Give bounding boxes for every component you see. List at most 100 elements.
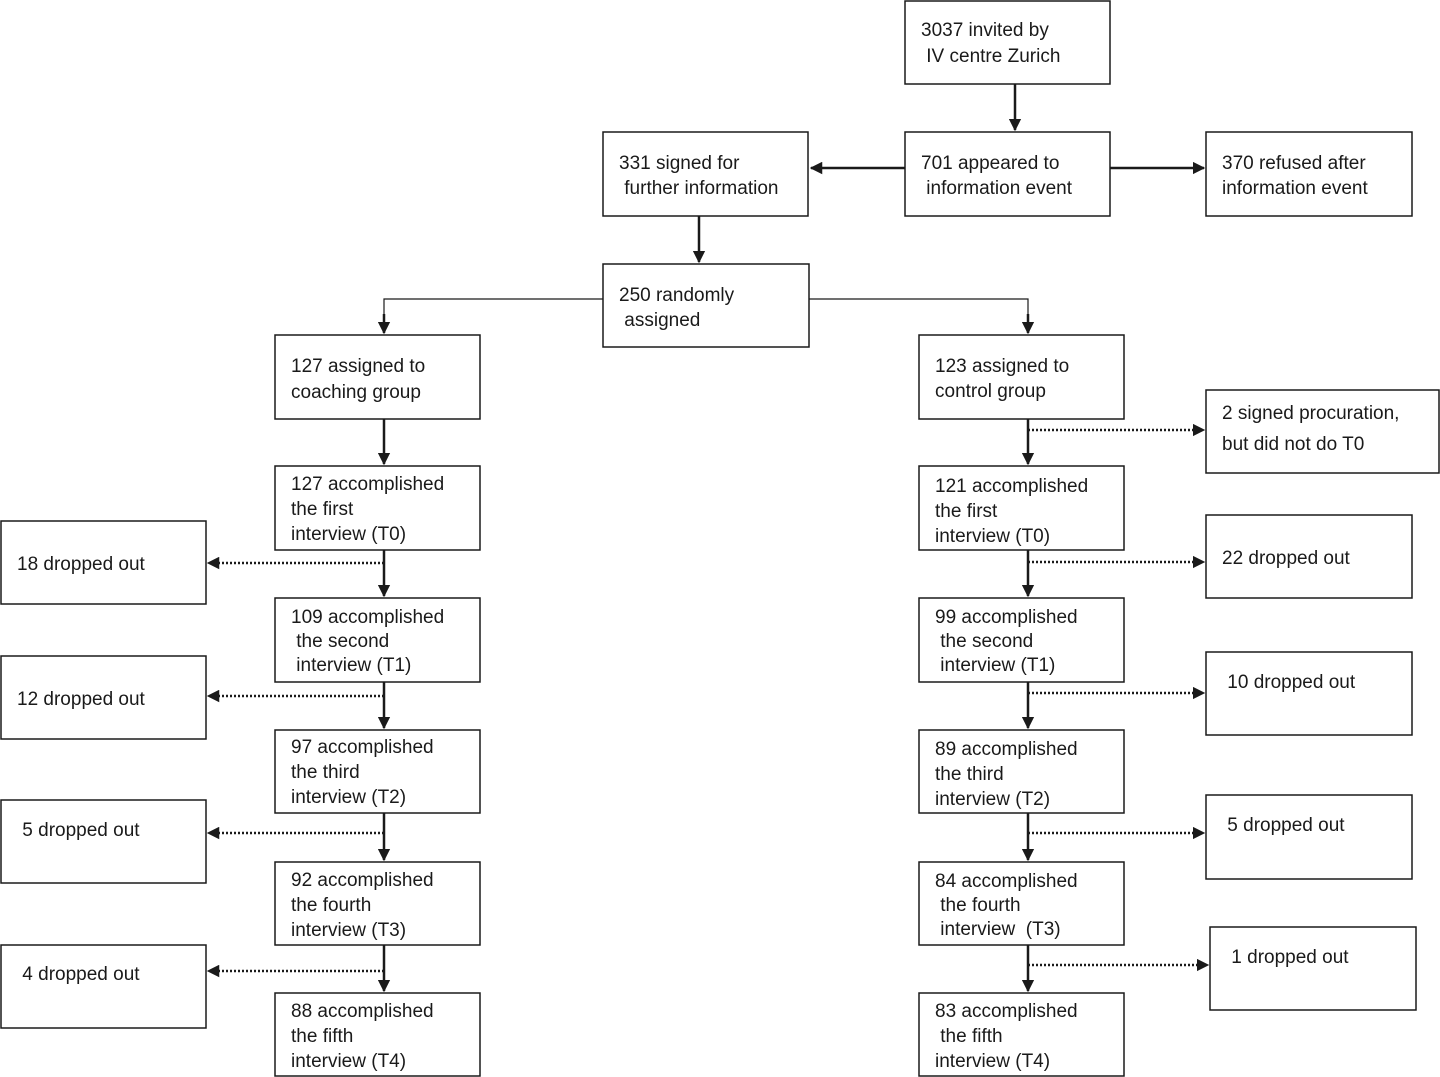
node-label-control-t3-line-3: interview (T3): [935, 919, 1061, 940]
node-label-coaching-t2-line-1: 97 accomplished: [291, 737, 434, 758]
node-label-coaching-drop-4-line-1: 4 dropped out: [17, 964, 140, 985]
node-label-coaching-drop-2-line-1: 12 dropped out: [17, 689, 146, 710]
node-label-procuration-line-1: 2 signed procuration,: [1222, 403, 1399, 424]
node-box-control-drop-2: [1205, 651, 1413, 736]
node-label-coaching-t2-line-2: the third: [291, 762, 360, 783]
node-label-coaching-t1-line-2: the second: [291, 631, 389, 652]
node-control-drop-2: 10 dropped out: [1205, 651, 1413, 736]
node-label-appeared-line-2: information event: [921, 178, 1073, 199]
node-box-control-t1: [918, 597, 1125, 683]
node-label-control-t2-line-1: 89 accomplished: [935, 739, 1078, 760]
node-box-invited: [904, 0, 1111, 85]
node-box-coaching-t2: [274, 729, 481, 814]
node-label-control-t1-line-2: the second: [935, 631, 1033, 652]
node-coaching-drop-1: 18 dropped out: [0, 520, 207, 605]
connectors: [206, 84, 1210, 993]
node-box-coaching-t1: [274, 597, 481, 683]
node-coaching-drop-3: 5 dropped out: [0, 799, 207, 884]
node-refused: 370 refused after information event: [1205, 131, 1413, 217]
node-box-control-t0: [918, 465, 1125, 551]
node-label-coaching-t0-line-3: interview (T0): [291, 524, 406, 545]
node-label-control-drop-4-line-1: 1 dropped out: [1226, 947, 1349, 968]
node-label-coaching-line-1: 127 assigned to: [291, 356, 425, 377]
node-label-coaching-t0-line-1: 127 accomplished: [291, 474, 444, 495]
node-label-coaching-drop-1-line-1: 18 dropped out: [17, 554, 146, 575]
node-coaching-t4: 88 accomplished the fifth interview (T4): [274, 992, 481, 1077]
node-label-coaching-t2-line-3: interview (T2): [291, 787, 406, 808]
node-label-refused-line-2: information event: [1222, 178, 1368, 199]
node-box-randomized: [602, 263, 810, 348]
node-label-coaching-t4-line-3: interview (T4): [291, 1051, 406, 1072]
node-label-control-t0-line-2: the first: [935, 501, 998, 522]
node-coaching-drop-4: 4 dropped out: [0, 944, 207, 1029]
node-label-coaching-drop-3-line-1: 5 dropped out: [17, 820, 140, 841]
node-control-drop-1: 22 dropped out: [1205, 514, 1413, 599]
node-box-coaching-drop-3: [0, 799, 207, 884]
node-label-control-line-1: 123 assigned to: [935, 356, 1069, 377]
node-label-control-t3-line-2: the fourth: [935, 895, 1021, 916]
node-box-coaching: [274, 334, 481, 420]
node-label-coaching-t4-line-1: 88 accomplished: [291, 1001, 434, 1022]
node-appeared: 701 appeared to information event: [904, 131, 1111, 217]
line-randomized-to-control: [809, 298, 1029, 318]
node-label-coaching-t1-line-3: interview (T1): [291, 655, 411, 676]
node-label-control-t3-line-1: 84 accomplished: [935, 871, 1078, 892]
node-label-control-drop-3-line-1: 5 dropped out: [1222, 815, 1345, 836]
node-control-t3: 84 accomplished the fourth interview (T3…: [918, 861, 1125, 946]
node-signed: 331 signed for further information: [602, 131, 809, 217]
node-label-control-t1-line-3: interview (T1): [935, 655, 1055, 676]
node-label-control-t1-line-1: 99 accomplished: [935, 607, 1078, 628]
line-randomized-to-coaching: [383, 298, 603, 318]
node-control-t4: 83 accomplished the fifth interview (T4): [918, 992, 1125, 1077]
node-control-t1: 99 accomplished the second interview (T1…: [918, 597, 1125, 683]
node-box-coaching-drop-2: [0, 655, 207, 740]
node-control-drop-3: 5 dropped out: [1205, 794, 1413, 880]
node-label-coaching-line-2: coaching group: [291, 382, 421, 403]
node-label-control-t2-line-3: interview (T2): [935, 789, 1050, 810]
node-procuration: 2 signed procuration,but did not do T0: [1205, 389, 1440, 474]
node-box-coaching-drop-1: [0, 520, 207, 605]
node-label-coaching-t3-line-3: interview (T3): [291, 920, 406, 941]
node-label-control-drop-1-line-1: 22 dropped out: [1222, 548, 1351, 569]
node-box-coaching-drop-4: [0, 944, 207, 1029]
node-box-procuration: [1205, 389, 1440, 474]
node-box-coaching-t3: [274, 861, 481, 946]
node-label-signed-line-2: further information: [619, 178, 778, 199]
node-label-coaching-t3-line-1: 92 accomplished: [291, 870, 434, 891]
node-coaching-t3: 92 accomplished the fourth interview (T3): [274, 861, 481, 946]
node-randomized: 250 randomly assigned: [602, 263, 810, 348]
node-box-control-drop-3: [1205, 794, 1413, 880]
node-box-control-drop-1: [1205, 514, 1413, 599]
node-coaching-drop-2: 12 dropped out: [0, 655, 207, 740]
node-label-refused-line-1: 370 refused after: [1222, 153, 1366, 174]
node-box-control-t4: [918, 992, 1125, 1077]
node-control-t2: 89 accomplished the third interview (T2): [918, 729, 1125, 814]
node-label-control-t4-line-1: 83 accomplished: [935, 1001, 1078, 1022]
node-label-control-t0-line-1: 121 accomplished: [935, 476, 1088, 497]
node-control-drop-4: 1 dropped out: [1209, 926, 1417, 1011]
node-box-control: [918, 334, 1125, 420]
node-label-control-t2-line-2: the third: [935, 764, 1004, 785]
node-box-coaching-t0: [274, 465, 481, 551]
node-box-refused: [1205, 131, 1413, 217]
node-label-randomized-line-2: assigned: [619, 310, 700, 331]
node-label-appeared-line-1: 701 appeared to: [921, 153, 1059, 174]
node-coaching-t2: 97 accomplished the third interview (T2): [274, 729, 481, 814]
node-box-appeared: [904, 131, 1111, 217]
node-control: 123 assigned to control group: [918, 334, 1125, 420]
node-label-signed-line-1: 331 signed for: [619, 153, 740, 174]
node-label-control-t4-line-2: the fifth: [935, 1026, 1003, 1047]
node-label-coaching-t1-line-1: 109 accomplished: [291, 607, 444, 628]
node-label-randomized-line-1: 250 randomly: [619, 285, 735, 306]
node-label-coaching-t4-line-2: the fifth: [291, 1026, 353, 1047]
node-box-signed: [602, 131, 809, 217]
node-label-control-line-2: control group: [935, 381, 1046, 402]
node-invited: 3037 invited by IV centre Zurich: [904, 0, 1111, 85]
node-label-coaching-t3-line-2: the fourth: [291, 895, 371, 916]
node-label-control-t4-line-3: interview (T4): [935, 1051, 1050, 1072]
node-label-invited-line-1: 3037 invited by: [921, 20, 1049, 41]
